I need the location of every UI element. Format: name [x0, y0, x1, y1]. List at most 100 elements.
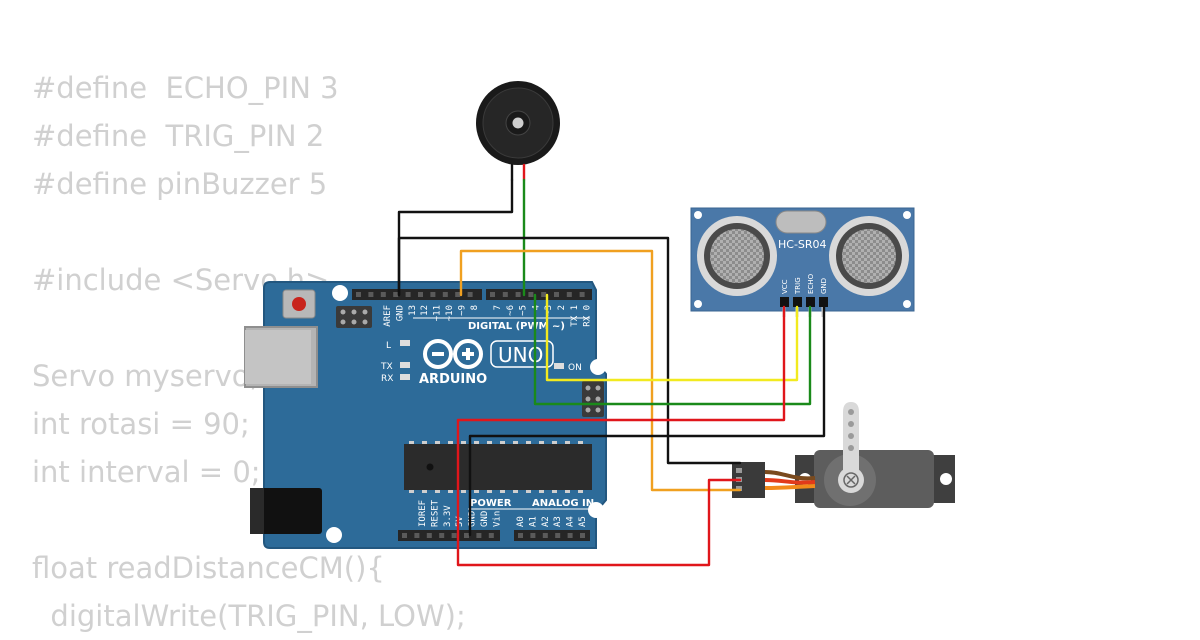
power-jack: [250, 488, 322, 534]
chip-pin: [565, 441, 570, 444]
chip-pin: [526, 490, 531, 493]
header-pin[interactable]: [528, 292, 534, 297]
header-pin[interactable]: [518, 533, 523, 538]
pin-label: A1: [528, 516, 538, 527]
chip-pin: [435, 490, 440, 493]
header-pin[interactable]: [402, 533, 407, 538]
chip-pin: [513, 441, 518, 444]
header-pin[interactable]: [488, 533, 494, 538]
chip-pin: [513, 490, 518, 493]
pin-label: A4: [566, 516, 576, 527]
pin-label: GND: [468, 511, 478, 527]
header-pin[interactable]: [554, 292, 559, 297]
wire-5v-servo: [456, 478, 742, 567]
header-pin[interactable]: [502, 292, 508, 297]
sensor-pin-label: ECHO: [807, 273, 815, 294]
header-pin[interactable]: [426, 533, 432, 538]
code-line: int interval = 0;: [32, 455, 261, 489]
pin-label: 13: [408, 305, 418, 316]
header-pin[interactable]: [530, 533, 536, 538]
chip-pin: [422, 441, 427, 444]
header-pin[interactable]: [579, 292, 585, 297]
chip-pin: [474, 441, 479, 444]
pin-label: ~5: [519, 305, 529, 316]
pin-label: 3.3V: [443, 505, 453, 527]
header-pin[interactable]: [380, 292, 386, 297]
header-pin[interactable]: [464, 533, 469, 538]
header-pin[interactable]: [442, 292, 448, 297]
header-pin[interactable]: [580, 533, 585, 538]
header-pin[interactable]: [555, 533, 561, 538]
sensor-pin[interactable]: [806, 297, 815, 307]
chip-pin: [448, 490, 453, 493]
code-line: #define pinBuzzer 5: [32, 167, 328, 201]
power-header: [398, 530, 500, 541]
pin-label: RESET: [430, 499, 440, 527]
pin-label: ~6: [506, 305, 516, 316]
piezo-buzzer[interactable]: [476, 81, 560, 165]
sensor-pin-label: VCC: [781, 279, 789, 294]
code-line: float readDistanceCM(){: [32, 551, 385, 585]
sensor-pin[interactable]: [793, 297, 802, 307]
header-pin[interactable]: [414, 533, 420, 538]
header-pin[interactable]: [439, 533, 445, 538]
chip-pin: [500, 441, 505, 444]
code-line: #define TRIG_PIN 2: [32, 119, 325, 153]
transducer-left: [697, 216, 777, 296]
pin-label: A3: [553, 516, 563, 527]
header-pin[interactable]: [455, 292, 461, 297]
header-pin[interactable]: [541, 292, 547, 297]
header-pin[interactable]: [356, 292, 361, 297]
pin-label: 7: [493, 305, 503, 310]
led-l: [400, 340, 410, 346]
header-pin[interactable]: [451, 533, 457, 538]
led-rx: [400, 374, 410, 380]
header-pin[interactable]: [393, 292, 399, 297]
chip-pin: [461, 441, 466, 444]
header-pin[interactable]: [566, 292, 572, 297]
chip-pin: [539, 441, 544, 444]
header-pin[interactable]: [515, 292, 521, 297]
header-pin[interactable]: [430, 292, 436, 297]
header-pin[interactable]: [542, 533, 548, 538]
servo-motor[interactable]: [732, 402, 955, 508]
code-line: Servo myservo;: [32, 359, 260, 393]
transducer-right: [829, 216, 909, 296]
header-pin[interactable]: [368, 292, 374, 297]
sensor-pin[interactable]: [819, 297, 828, 307]
pin-label: IOREF: [418, 500, 428, 527]
reset-button[interactable]: [292, 297, 306, 311]
code-line: #define ECHO_PIN 3: [32, 71, 339, 105]
atmega-chip: [404, 444, 592, 490]
icsp-header: [336, 306, 372, 328]
wire-gnd-sensor: [468, 305, 826, 537]
pin-label: ~10: [445, 305, 455, 321]
pin-label: 2: [557, 305, 567, 310]
led-tx: [400, 362, 410, 368]
analog-header: [514, 530, 590, 541]
chip-pin: [474, 490, 479, 493]
pin-label: Vin: [492, 511, 502, 527]
sensor-pin[interactable]: [780, 297, 789, 307]
pin-label: 5V: [455, 516, 465, 527]
servo-cable-brown: [764, 470, 816, 481]
header-pin[interactable]: [405, 292, 411, 297]
servo-cable-red: [764, 478, 816, 485]
header-pin[interactable]: [567, 533, 573, 538]
digital-label: DIGITAL (PWM ~): [468, 321, 565, 332]
wire-gnd-servo: [397, 236, 742, 465]
chip-pin: [578, 441, 583, 444]
mount-hole: [590, 359, 606, 375]
header-pin[interactable]: [418, 292, 423, 297]
wire-pin9-servo: [459, 249, 742, 492]
header-pin[interactable]: [490, 292, 495, 297]
header-pin[interactable]: [476, 533, 482, 538]
led-tx-label: TX: [380, 362, 393, 372]
pin-label: 12: [420, 305, 430, 316]
chip-pin: [435, 441, 440, 444]
header-pin[interactable]: [467, 292, 473, 297]
wires: [397, 163, 826, 567]
pin-label: AREF: [383, 305, 393, 327]
